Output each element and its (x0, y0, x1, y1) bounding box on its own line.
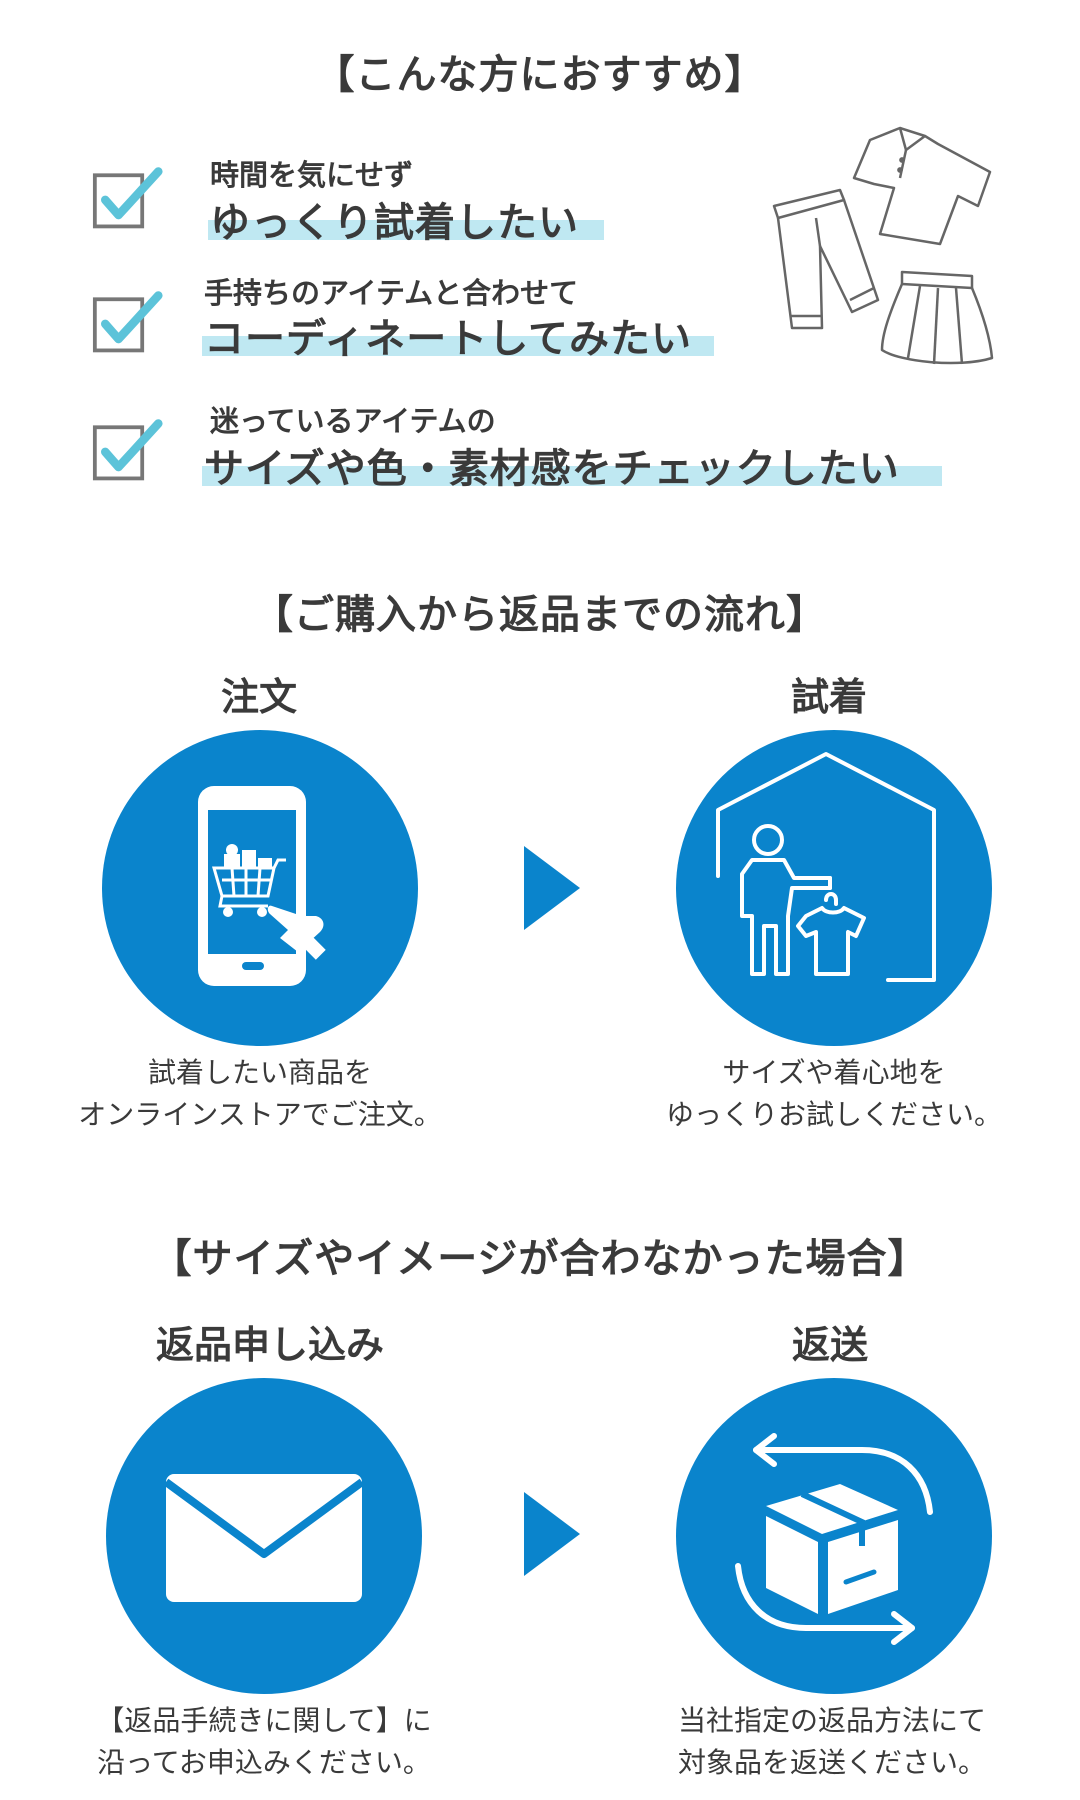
tryon-circle (676, 730, 992, 1046)
step-label-send: 返送 (791, 1323, 868, 1367)
return-title: 【サイズやイメージが合わなかった場合】 (151, 1236, 929, 1282)
house-tryon-icon (716, 752, 936, 982)
tryon-caption-line-1: サイズや着心地を (722, 1056, 946, 1089)
recommend-small-2: 手持ちのアイテムと合わせて (204, 276, 579, 310)
clothes-illustration (772, 126, 994, 365)
arrow-right-icon (524, 1492, 580, 1576)
recommend-big-2: コーディネートしてみたい (204, 316, 692, 362)
order-caption-line-1: 試着したい商品を (147, 1056, 372, 1089)
apply-circle (106, 1378, 422, 1694)
tryon-caption: サイズや着心地を ゆっくりお試しください。 (604, 1052, 1064, 1136)
send-circle (676, 1378, 992, 1694)
flow-title: 【ご購入から返品までの流れ】 (253, 592, 827, 638)
recommend-small-1: 時間を気にせず (210, 158, 414, 192)
recommend-title: 【こんな方におすすめ】 (314, 52, 766, 98)
order-caption: 試着したい商品を オンラインストアでご注文。 (30, 1052, 490, 1136)
highlight-bar (202, 336, 714, 356)
step-label-order: 注文 (220, 675, 297, 719)
recommend-big-3: サイズや色・素材感をチェックしたい (204, 446, 900, 492)
apply-caption-line-1: 【返品手続きに関して】に (96, 1704, 432, 1737)
order-caption-line-2: オンラインストアでご注文。 (78, 1098, 442, 1131)
send-caption-line-2: 対象品を返送ください。 (677, 1746, 986, 1779)
arrow-right-icon (524, 846, 580, 930)
envelope-icon (163, 1474, 365, 1602)
highlight-bar (202, 466, 942, 486)
order-circle (102, 730, 418, 1046)
highlight-bar (208, 220, 604, 240)
step-label-tryon: 試着 (790, 675, 867, 719)
apply-caption: 【返品手続きに関して】に 沿ってお申込みください。 (34, 1700, 494, 1784)
checkbox-icon (92, 419, 163, 481)
recommend-big-1: ゆっくり試着したい (210, 200, 579, 246)
tryon-caption-line-2: ゆっくりお試しください。 (665, 1098, 1002, 1131)
step-label-apply: 返品申し込み (155, 1323, 384, 1367)
send-caption: 当社指定の返品方法にて 対象品を返送ください。 (602, 1700, 1062, 1784)
apply-caption-line-2: 沿ってお申込みください。 (97, 1746, 431, 1779)
box-return-icon (735, 1433, 933, 1645)
recommend-small-3: 迷っているアイテムの (210, 404, 496, 438)
checkbox-icon (92, 167, 163, 229)
smartphone-cart-icon (198, 786, 326, 986)
checkbox-icon (92, 291, 163, 353)
send-caption-line-1: 当社指定の返品方法にて (677, 1704, 986, 1737)
